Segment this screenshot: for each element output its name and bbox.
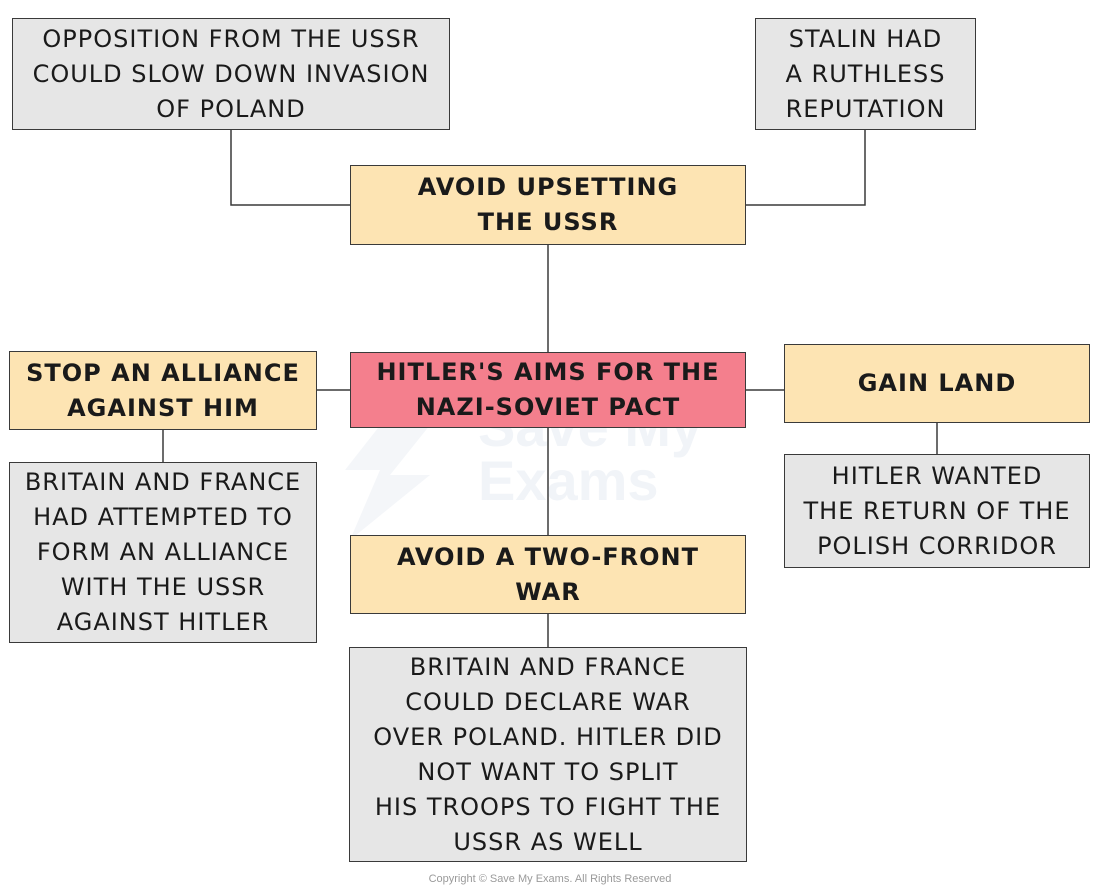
aim-stop-alliance: STOP AN ALLIANCE AGAINST HIM	[9, 351, 317, 430]
detail-polish-corridor: HITLER WANTED THE RETURN OF THE POLISH C…	[784, 454, 1090, 568]
detail-declare-war: BRITAIN AND FRANCE COULD DECLARE WAR OVE…	[349, 647, 747, 862]
detail-ussr-opposition: OPPOSITION FROM THE USSR COULD SLOW DOWN…	[12, 18, 450, 130]
aim-avoid-upsetting: AVOID UPSETTING THE USSR	[350, 165, 746, 245]
detail-britain-france-alliance: BRITAIN AND FRANCE HAD ATTEMPTED TO FORM…	[9, 462, 317, 643]
center-title: HITLER'S AIMS FOR THE NAZI-SOVIET PACT	[350, 352, 746, 428]
detail-stalin: STALIN HAD A RUTHLESS REPUTATION	[755, 18, 976, 130]
aim-gain-land: GAIN LAND	[784, 344, 1090, 423]
watermark-logo	[345, 400, 450, 540]
copyright-notice: Copyright © Save My Exams. All Rights Re…	[428, 873, 672, 885]
connector-stalin	[746, 130, 866, 206]
aim-two-front: AVOID A TWO-FRONT WAR	[350, 535, 746, 614]
connector-opposition	[230, 130, 350, 206]
